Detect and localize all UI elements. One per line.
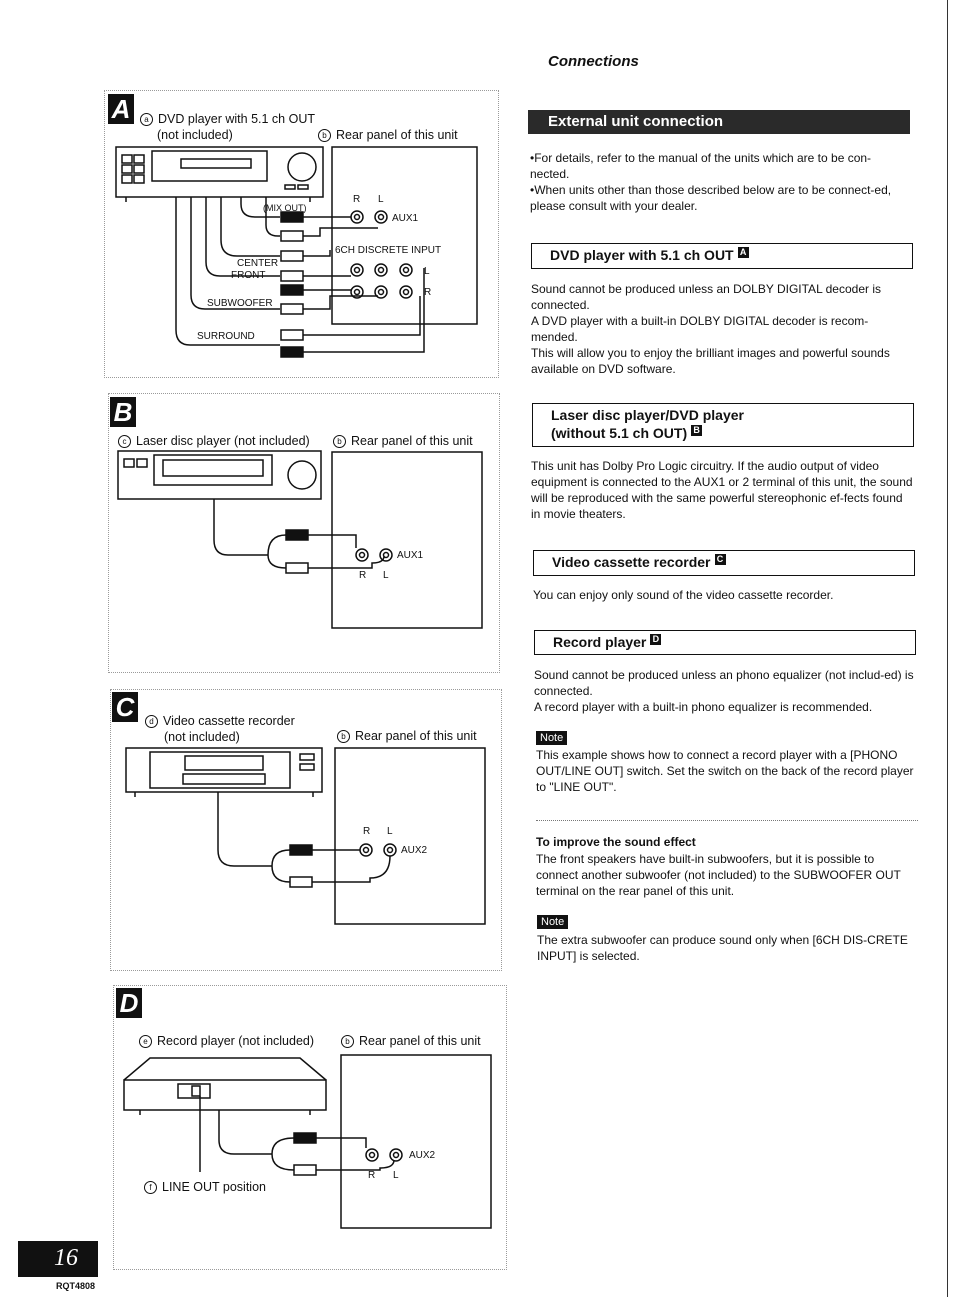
doc-code: RQT4808 [56, 1281, 96, 1291]
dvd-text-2: A DVD player with a built-in DOLBY DIGIT… [531, 314, 869, 344]
external-unit-banner: External unit connection [528, 110, 910, 134]
page-edge-rule [947, 0, 948, 1297]
diagram-d-aux2: AUX2 [409, 1150, 436, 1161]
diagram-d-r-label: R [368, 1170, 376, 1181]
diagram-a-surround: SURROUND [197, 331, 255, 342]
improve-text: The front speakers have built-in subwoof… [536, 852, 901, 898]
diagram-c-panel [110, 689, 502, 971]
diagram-a-front: FRONT [231, 270, 266, 281]
diagram-c-r-label: R [363, 826, 371, 837]
diagram-a-r-label: R [353, 194, 361, 205]
vcr-text: You can enjoy only sound of the video ca… [533, 588, 834, 602]
divider [536, 820, 918, 821]
note-text-2: The extra subwoofer can produce sound on… [537, 933, 908, 963]
diagram-c-device-note: (not included) [164, 730, 240, 744]
page-number: 16 [54, 1245, 78, 1271]
diagram-c-l-label: L [387, 826, 393, 837]
dvd-text-3: This will allow you to enjoy the brillia… [531, 346, 890, 376]
note-text-1: This example shows how to connect a reco… [536, 748, 914, 794]
improve-title: To improve the sound effect [536, 835, 696, 849]
diagram-b-r-label: R [359, 570, 367, 581]
diagram-c-badge: C [112, 692, 138, 722]
banner-title: External unit connection [548, 113, 724, 130]
intro-bullet-1: •For details, refer to the manual of the… [530, 151, 872, 181]
dvd-text-1: Sound cannot be produced unless an DOLBY… [531, 282, 881, 312]
diagram-a-6ch-input: 6CH DISCRETE INPUT [335, 245, 442, 256]
diagram-c-aux2: AUX2 [401, 845, 428, 856]
page-number-box: 16 [18, 1241, 98, 1277]
diagram-a-center: CENTER [237, 258, 279, 269]
intro-bullet-2: •When units other than those described b… [530, 183, 892, 213]
diagram-a-badge: A [108, 94, 134, 124]
diagram-a-jack-r: R [424, 287, 432, 298]
record-text-2: A record player with a built-in phono eq… [534, 700, 873, 714]
diagram-a-l-label: L [378, 194, 384, 205]
diagram-a-device-note: (not included) [157, 128, 233, 142]
record-text-1: Sound cannot be produced unless an phono… [534, 668, 914, 698]
diagram-a-mix-out: (MIX OUT) [263, 203, 307, 213]
section-title: Connections [548, 53, 639, 70]
heading-laser-disc-player: Laser disc player/DVD player (without 5.… [532, 403, 914, 447]
diagram-d-badge: D [116, 988, 142, 1018]
diagram-a-subwoofer: SUBWOOFER [207, 298, 273, 309]
diagram-a-jack-l: L [424, 266, 430, 277]
laser-disc-text: This unit has Dolby Pro Logic circuitry.… [531, 459, 913, 521]
diagram-d-panel [113, 985, 507, 1270]
diagram-d-l-label: L [393, 1170, 399, 1181]
diagram-b-badge: B [110, 397, 136, 427]
diagram-a-aux1: AUX1 [392, 213, 419, 224]
diagram-a-panel [104, 90, 499, 378]
diagram-b-panel [108, 393, 500, 673]
diagram-b-l-label: L [383, 570, 389, 581]
note-badge-1: Note [536, 731, 568, 745]
diagram-b-aux1: AUX1 [397, 550, 424, 561]
note-badge-2: Note [537, 915, 569, 929]
